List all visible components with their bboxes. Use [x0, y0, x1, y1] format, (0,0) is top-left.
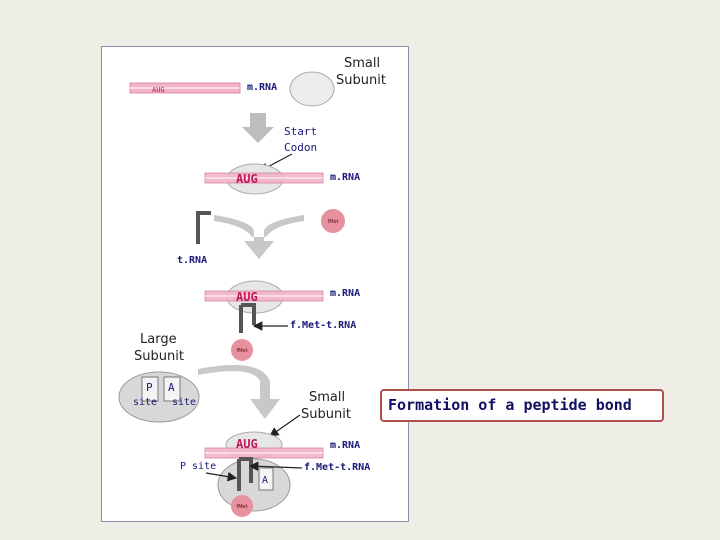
- p-site-text-1: site: [133, 397, 157, 408]
- trna-1: [196, 211, 211, 244]
- flow-arrow-1: [242, 113, 274, 143]
- start-codon-label-line1: Start: [284, 125, 317, 138]
- fmet-label-2: fMet: [236, 348, 247, 354]
- flow-arrow-2: [214, 215, 304, 259]
- mrna-strand-2: [204, 172, 324, 184]
- fmet-trna-pointer-2: [248, 461, 303, 472]
- fmet-ball-1: [321, 209, 345, 233]
- large-subunit-label-line2: Subunit: [134, 349, 184, 364]
- aug-label-3: AUG: [236, 290, 258, 304]
- mrna-label-2: m.RNA: [330, 172, 360, 183]
- p-site-label: P site: [180, 461, 216, 472]
- flow-arrow-3: [198, 365, 280, 419]
- mrna-label-4: m.RNA: [330, 440, 360, 451]
- small-subunit-label-2-line1: Small: [309, 390, 345, 405]
- a-site-box-1: [163, 376, 181, 402]
- start-codon-label-line2: Codon: [284, 141, 317, 154]
- a-site-box-2: [258, 467, 274, 491]
- fmet-trna-label-1: f.Met-t.RNA: [290, 320, 356, 331]
- mrna-label-3: m.RNA: [330, 288, 360, 299]
- small-subunit-pointer: [269, 414, 301, 437]
- trna-3: [237, 457, 253, 491]
- mrna-strand-3: [204, 290, 324, 302]
- mrna-label-1: m.RNA: [247, 82, 277, 93]
- fmet-ball-3: [231, 495, 253, 517]
- small-subunit-1: [289, 71, 335, 107]
- caption-box: Formation of a peptide bond: [380, 389, 664, 422]
- small-subunit-label-1-line2: Subunit: [336, 73, 386, 88]
- a-site-text-1: site: [172, 397, 196, 408]
- fmet-label-1: fMet: [327, 219, 338, 225]
- large-subunit-label-line1: Large: [140, 332, 177, 347]
- fmet-trna-label-2: f.Met-t.RNA: [304, 462, 370, 473]
- mrna-strand-1: [129, 82, 241, 94]
- mrna-strand-4: [204, 447, 324, 459]
- small-subunit-label-2-line2: Subunit: [301, 407, 351, 422]
- small-subunit-label-1-line1: Small: [344, 56, 380, 71]
- translation-diagram-panel: AUG m.RNA Small Subunit Start Codon AUG …: [101, 46, 409, 522]
- fmet-label-3: fMet: [236, 504, 247, 510]
- p-site-pointer: [205, 471, 238, 482]
- aug-label-2: AUG: [236, 172, 258, 186]
- trna-label: t.RNA: [177, 255, 207, 266]
- a-label-2: A: [262, 475, 268, 486]
- p-site-box-1: [141, 376, 159, 402]
- aug-label-1: AUG: [152, 86, 165, 94]
- translation-diagram: AUG m.RNA Small Subunit Start Codon AUG …: [118, 56, 386, 517]
- aug-label-4: AUG: [236, 437, 258, 451]
- p-label-1: P: [146, 381, 153, 394]
- trna-2: [239, 303, 256, 333]
- fmet-ball-2: [231, 339, 253, 361]
- a-label-1: A: [168, 381, 175, 394]
